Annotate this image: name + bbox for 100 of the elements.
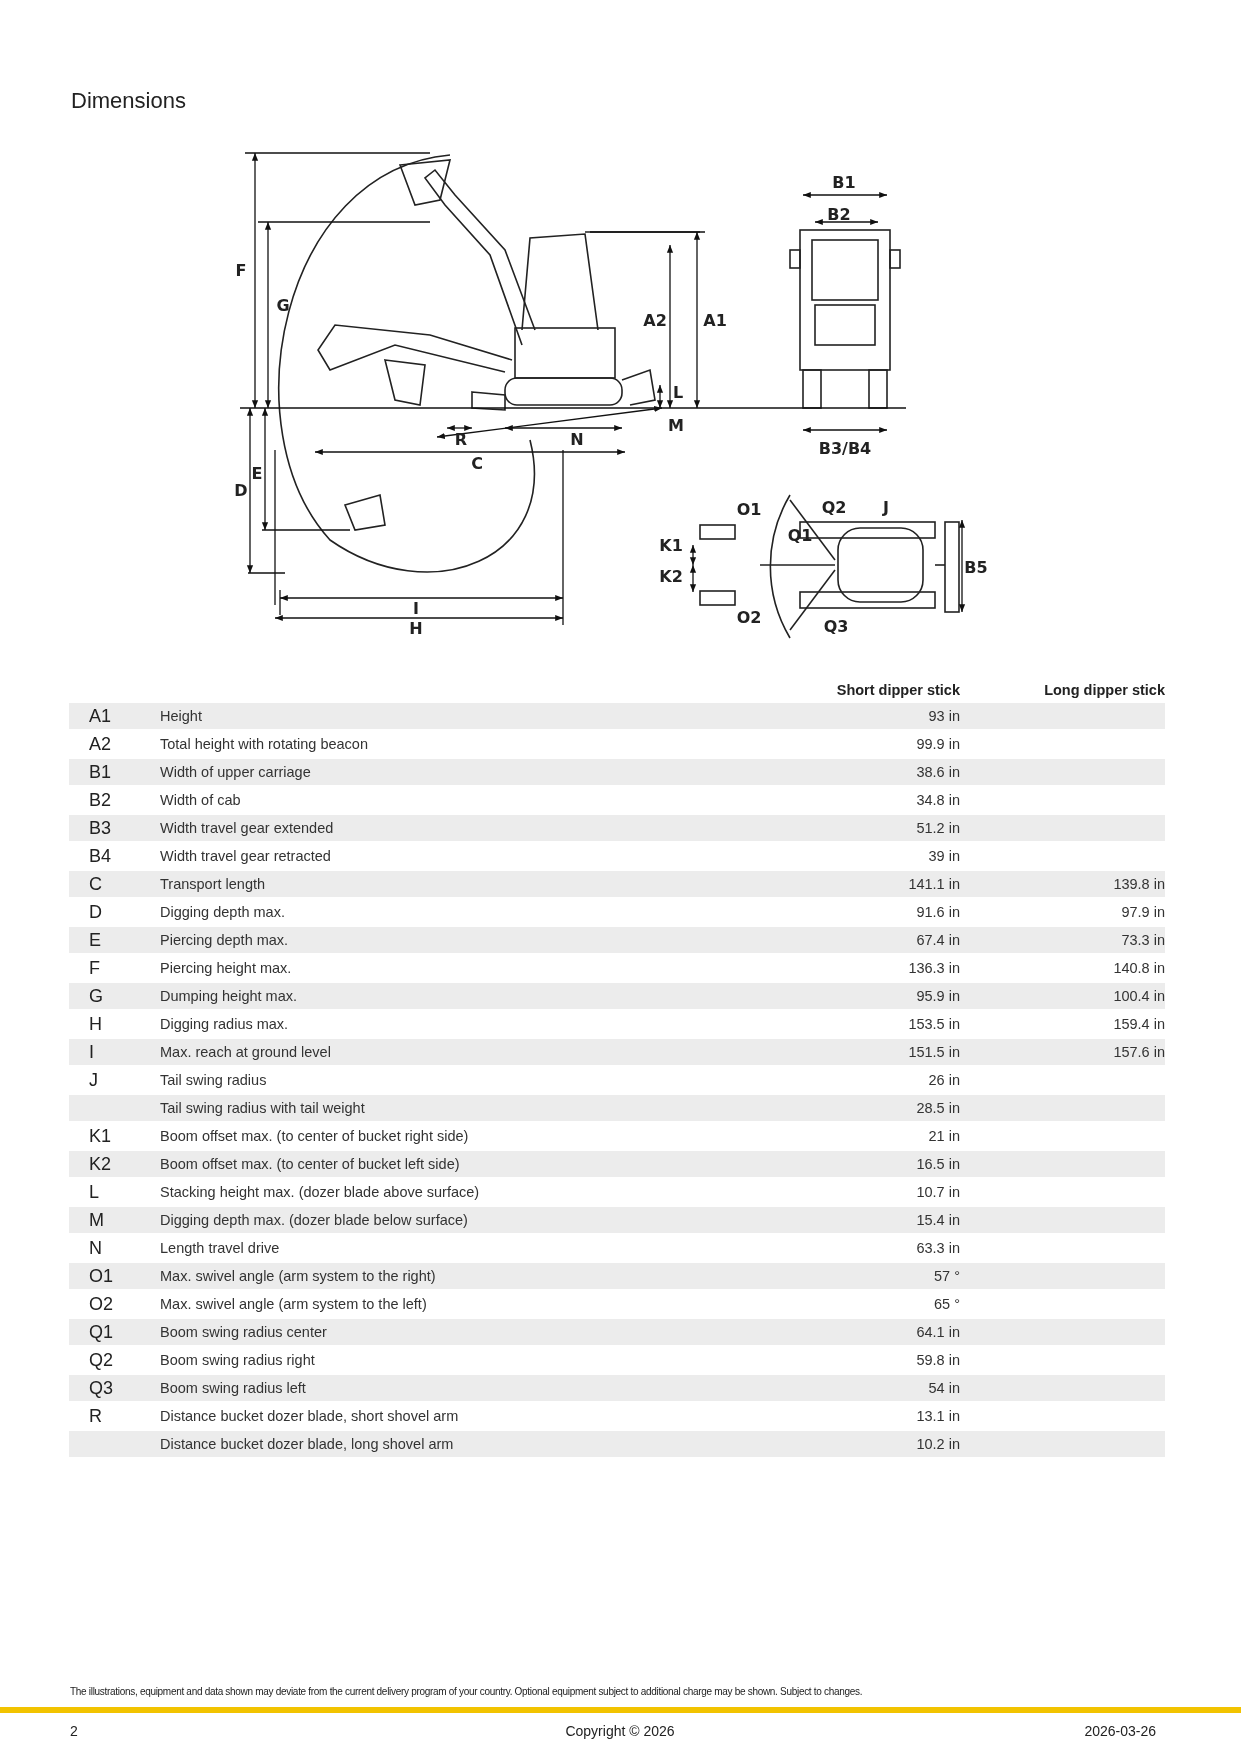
dimension-value: 65 ° [934,1295,960,1314]
dimension-value: 51.2 in [916,819,960,838]
dimension-description: Boom swing radius center [160,1323,327,1342]
date-text: 2026-03-26 [1084,1723,1156,1739]
dimension-label: J [883,497,889,517]
dimension-value: 73.3 in [1121,931,1165,950]
dimension-value: 28.5 in [916,1099,960,1118]
disclaimer-text: The illustrations, equipment and data shown may deviate from the current delivery program of your country. Optional equipment subject to additional charge may be shown. Subject to changes. [70,1686,863,1697]
dimension-label: O1 [736,499,762,519]
dimension-label: F [235,260,247,280]
dimension-description: Stacking height max. (dozer blade above surface) [160,1183,480,1202]
dimension-label: L [672,382,684,402]
dimension-label: H [409,618,423,638]
dimension-label: M [668,415,684,435]
dimension-description: Distance bucket dozer blade, short shovel arm [160,1407,459,1426]
dimension-description: Boom offset max. (to center of bucket left side) [160,1155,460,1174]
dimension-value: 64.1 in [916,1323,960,1342]
dimension-label: N [570,429,584,449]
dimension-label: G [276,295,290,315]
dimension-value: 97.9 in [1121,903,1165,922]
dimension-description: Max. swivel angle (arm system to the left) [160,1295,427,1314]
dimension-label: Q3 [823,616,849,636]
dimension-description: Piercing depth max. [160,931,289,950]
dimension-description: Tail swing radius with tail weight [160,1099,365,1118]
dimension-code: B1 [89,761,112,784]
dimension-value: 141.1 in [908,875,960,894]
dimension-value: 10.7 in [916,1183,960,1202]
dimension-code: G [89,985,103,1008]
dimension-code: K2 [89,1153,112,1176]
dimension-value: 151.5 in [908,1043,960,1062]
dimension-code: M [89,1209,104,1232]
dimension-value: 57 ° [934,1267,960,1286]
dimension-code: O2 [89,1293,113,1316]
dimension-label: A1 [703,310,727,330]
dimension-code: Q3 [89,1377,113,1400]
dimension-description: Boom swing radius left [160,1379,306,1398]
dimension-value: 159.4 in [1113,1015,1165,1034]
dimension-value: 15.4 in [916,1211,960,1230]
dimension-code: D [89,901,102,924]
dimension-label: B3/B4 [818,438,872,458]
dimension-description: Length travel drive [160,1239,280,1258]
dimension-description: Digging depth max. [160,903,285,922]
dimension-value: 21 in [928,1127,960,1146]
dimension-code: I [89,1041,94,1064]
dimension-label: B2 [827,204,851,224]
dimension-code: A1 [89,705,112,728]
dimension-code: F [89,957,100,980]
dimension-code: Q2 [89,1349,113,1372]
dimension-code: O1 [89,1265,113,1288]
dimension-label: A2 [643,310,667,330]
dimension-code: C [89,873,102,896]
dimension-label: C [471,453,483,473]
page-number: 2 [70,1723,78,1739]
dimension-label: E [251,463,263,483]
dimension-description: Boom swing radius right [160,1351,315,1370]
dimension-value: 157.6 in [1113,1043,1165,1062]
dimension-value: 139.8 in [1113,875,1165,894]
dimension-value: 59.8 in [916,1351,960,1370]
dimension-code: B3 [89,817,112,840]
dimension-value: 140.8 in [1113,959,1165,978]
dimension-value: 95.9 in [916,987,960,1006]
dimension-description: Digging radius max. [160,1015,289,1034]
dimension-code: E [89,929,101,952]
dimension-label: D [234,480,248,500]
dimension-code: B4 [89,845,112,868]
dimension-value: 39 in [928,847,960,866]
dimension-label: O2 [736,607,762,627]
dimension-value: 16.5 in [916,1155,960,1174]
dimension-description: Total height with rotating beacon [160,735,368,754]
dimension-value: 63.3 in [916,1239,960,1258]
dimension-code: L [89,1181,99,1204]
dimension-description: Distance bucket dozer blade, long shovel arm [160,1435,454,1454]
dimension-value: 67.4 in [916,931,960,950]
dimension-label: B5 [964,557,988,577]
dimension-code: K1 [89,1125,112,1148]
dimension-label: K1 [659,535,683,555]
dimension-value: 10.2 in [916,1435,960,1454]
dimension-description: Width of cab [160,791,241,810]
dimension-description: Transport length [160,875,266,894]
column-header: Long dipper stick [1044,682,1165,698]
dimension-value: 13.1 in [916,1407,960,1426]
dimension-code: J [89,1069,98,1092]
dimension-description: Width of upper carriage [160,763,311,782]
dimension-code: B2 [89,789,112,812]
dimension-label: R [454,429,468,449]
dimension-value: 34.8 in [916,791,960,810]
dimension-value: 38.6 in [916,763,960,782]
column-header: Short dipper stick [836,682,960,698]
dimension-code: N [89,1237,102,1260]
dimension-description: Boom offset max. (to center of bucket right side) [160,1127,469,1146]
dimension-value: 54 in [928,1379,960,1398]
dimension-value: 91.6 in [916,903,960,922]
dimension-value: 100.4 in [1113,987,1165,1006]
dimension-code: A2 [89,733,112,756]
dimension-value: 136.3 in [908,959,960,978]
dimension-label: I [413,598,419,618]
dimension-description: Tail swing radius [160,1071,267,1090]
dimension-description: Width travel gear extended [160,819,334,838]
page-title: Dimensions [71,88,186,114]
dimension-description: Width travel gear retracted [160,847,331,866]
